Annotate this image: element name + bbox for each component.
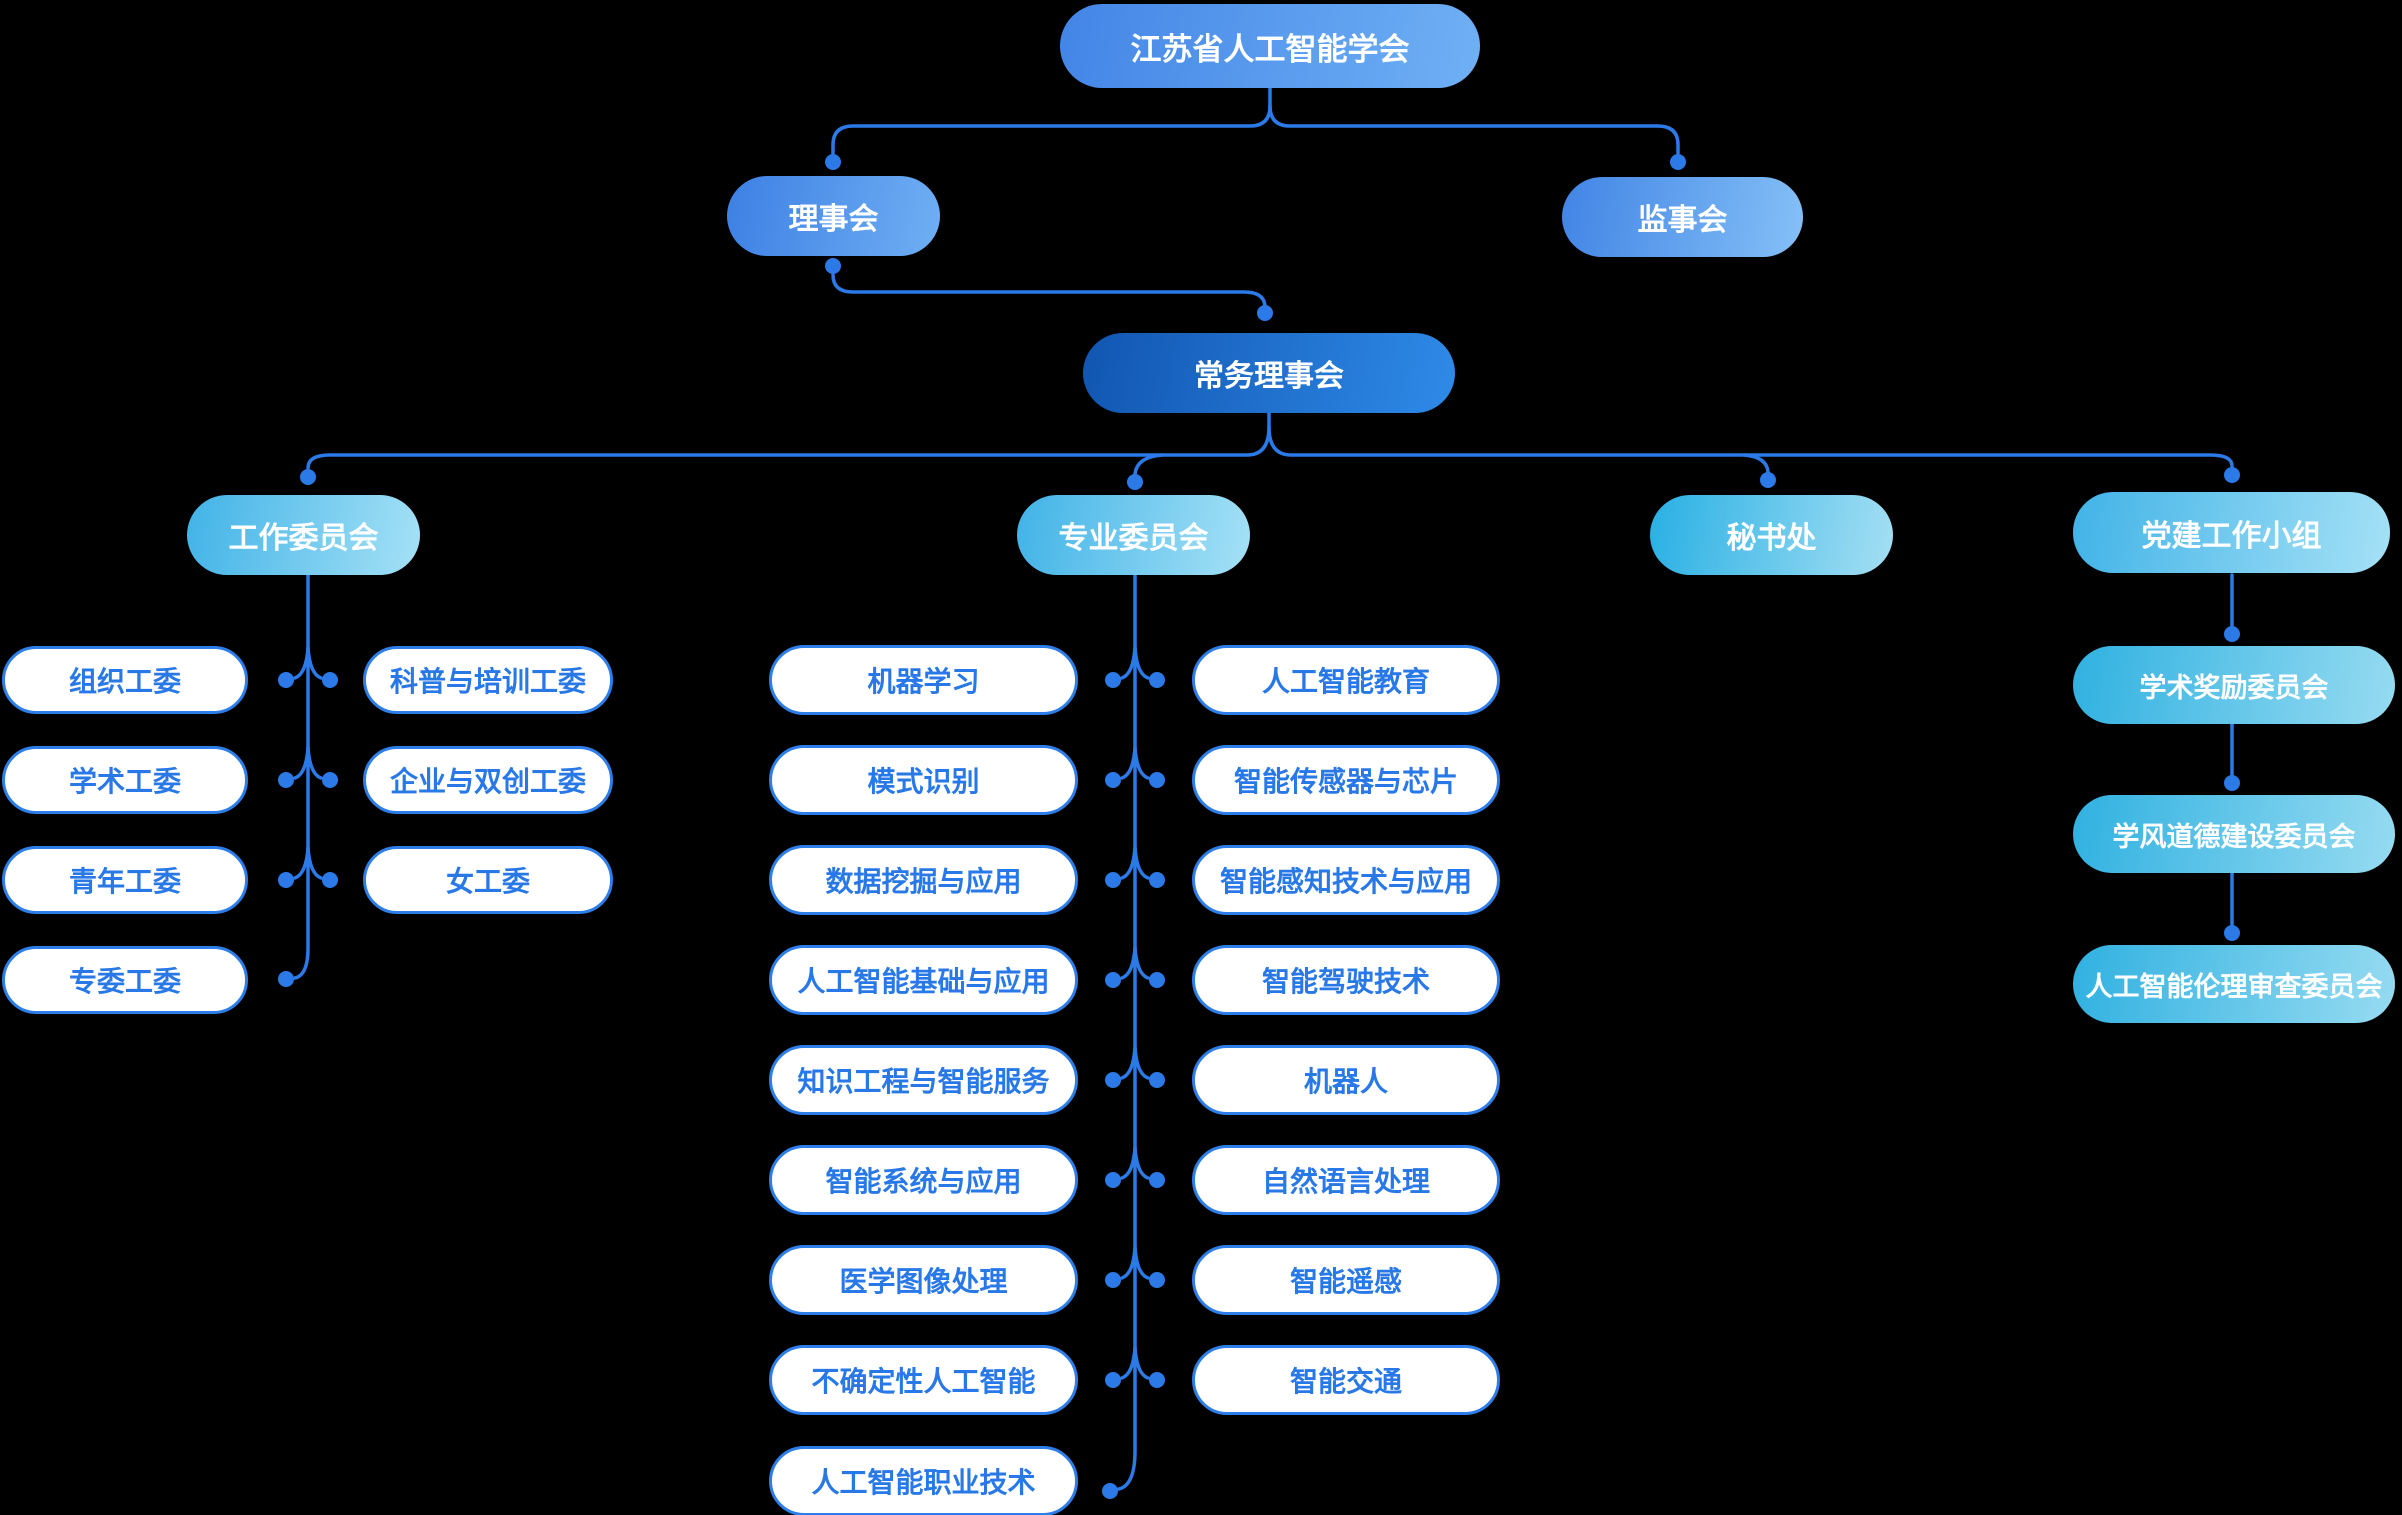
node-intelligent-systems: 智能系统与应用 [769,1145,1078,1215]
node-machine-learning: 机器学习 [769,645,1078,715]
node-ai-education: 人工智能教育 [1192,645,1500,715]
node-work-committees: 工作委员会 [187,495,420,575]
node-data-mining: 数据挖掘与应用 [769,845,1078,915]
node-secretariat: 秘书处 [1650,495,1893,575]
node-medical-image-processing: 医学图像处理 [769,1245,1078,1315]
connector-dots [278,154,2240,1499]
node-supervisory-board: 监事会 [1562,177,1803,257]
node-intelligent-perception: 智能感知技术与应用 [1192,845,1500,915]
connector-paths [293,86,2234,1491]
node-standing-council: 常务理事会 [1083,333,1455,413]
node-special-committees: 专业委员会 [1017,495,1250,575]
node-ai-foundations: 人工智能基础与应用 [769,945,1078,1015]
node-scipop-training-committee: 科普与培训工委 [363,646,613,714]
node-robotics: 机器人 [1192,1045,1500,1115]
node-nlp: 自然语言处理 [1192,1145,1500,1215]
node-society-root: 江苏省人工智能学会 [1060,4,1480,88]
node-academic-committee: 学术工委 [2,746,248,814]
node-ai-ethics-review-committee: 人工智能伦理审查委员会 [2073,945,2395,1023]
node-special-affairs-committee: 专委工委 [2,946,248,1014]
node-women-committee: 女工委 [363,846,613,914]
node-party-building-group: 党建工作小组 [2073,492,2390,573]
node-intelligent-transportation: 智能交通 [1192,1345,1500,1415]
node-ai-vocational-tech: 人工智能职业技术 [769,1446,1078,1515]
node-intelligent-driving: 智能驾驶技术 [1192,945,1500,1015]
node-smart-sensors-chips: 智能传感器与芯片 [1192,745,1500,815]
node-academic-integrity-committee: 学风道德建设委员会 [2073,795,2395,873]
node-enterprise-innovation-committee: 企业与双创工委 [363,746,613,814]
node-council: 理事会 [727,176,940,256]
node-uncertain-ai: 不确定性人工智能 [769,1345,1078,1415]
node-organization-committee: 组织工委 [2,646,248,714]
node-pattern-recognition: 模式识别 [769,745,1078,815]
node-intelligent-remote-sensing: 智能遥感 [1192,1245,1500,1315]
node-knowledge-engineering: 知识工程与智能服务 [769,1045,1078,1115]
node-youth-committee: 青年工委 [2,846,248,914]
node-academic-awards-committee: 学术奖励委员会 [2073,646,2395,724]
